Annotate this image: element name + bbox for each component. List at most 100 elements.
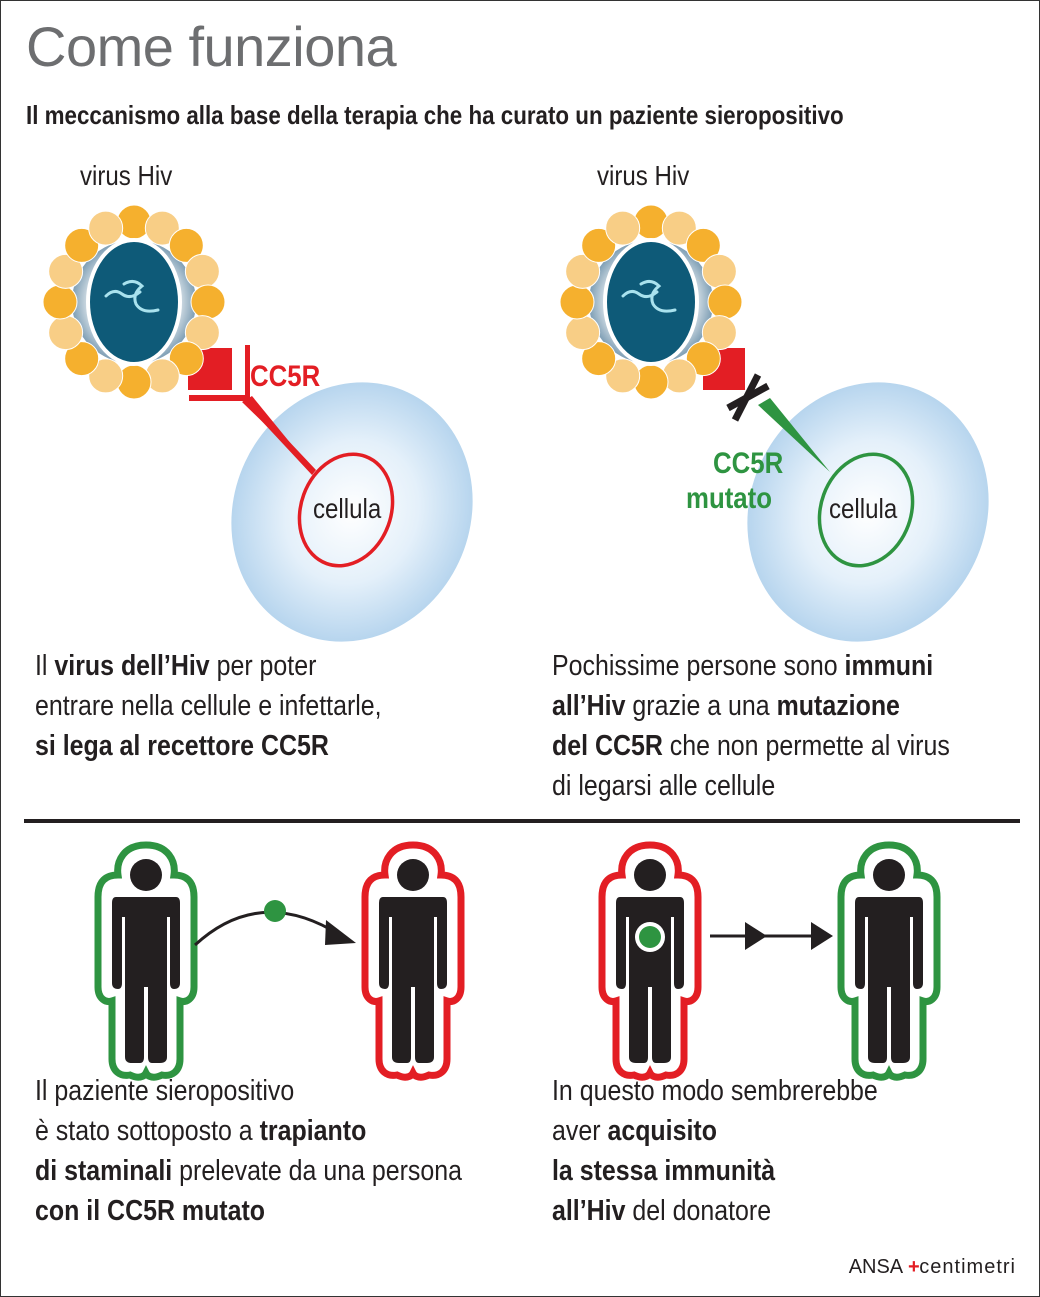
blocked-x-icon <box>726 373 770 422</box>
cc5r-label: CC5R <box>250 360 321 393</box>
virus-protein-bead <box>190 284 226 320</box>
virus-protein-bead <box>701 315 737 351</box>
virus-protein-bead <box>168 227 204 263</box>
description-line: Il virus dell’Hiv per poter <box>35 646 382 686</box>
hiv-virus-left <box>42 204 226 400</box>
virus-label-left: virus Hiv <box>80 160 173 191</box>
virus-protein-bead <box>559 284 595 320</box>
bold-text: all’Hiv <box>552 690 626 722</box>
description-bottom-right: In questo modo sembrerebbe aver acquisito… <box>552 1071 878 1231</box>
virus-protein-bead <box>581 341 617 377</box>
stem-cell-dot <box>264 900 286 922</box>
text: è stato sottoposto a <box>35 1115 260 1147</box>
bold-text: trapianto <box>259 1115 367 1147</box>
donor-person-icon <box>98 845 194 1077</box>
section-divider <box>24 819 1020 823</box>
mutated-receptor-spike <box>758 398 830 472</box>
description-line: di staminali prelevate da una persona <box>35 1151 462 1191</box>
virus-protein-bead <box>88 358 124 394</box>
description-line: di legarsi alle cellule <box>552 766 950 806</box>
transplant-arrow-icon <box>193 900 356 947</box>
hiv-virus-right <box>559 204 743 400</box>
virus-protein-bead <box>605 358 641 394</box>
ansa-logo-text: ANSA <box>848 1256 903 1278</box>
page-title: Come funziona <box>26 15 397 78</box>
bold-text: virus dell’Hiv <box>54 650 210 682</box>
page-subtitle: Il meccanismo alla base della terapia ch… <box>26 100 844 130</box>
description-line: è stato sottoposto a trapianto <box>35 1111 462 1151</box>
cell-label-left: cellula <box>313 493 382 524</box>
bold-text: si lega al recettore CC5R <box>35 730 329 762</box>
virus-protein-bead <box>701 253 737 289</box>
virus-protein-bead <box>64 341 100 377</box>
cured-person-icon <box>841 845 937 1077</box>
description-line: all’Hiv del donatore <box>552 1191 878 1231</box>
bold-text: con il CC5R mutato <box>35 1195 266 1227</box>
description-line: la stessa immunità <box>552 1151 878 1191</box>
bottom-diagrams <box>0 840 1040 1070</box>
virus-protein-bead <box>144 210 180 246</box>
text: entrare nella cellule e infettarle, <box>35 690 382 722</box>
bold-text: la stessa immunità <box>552 1155 776 1187</box>
patient-person-icon <box>365 845 461 1077</box>
bold-text: acquisito <box>607 1115 717 1147</box>
virus-protein-bead <box>48 315 84 351</box>
rna-strand <box>621 279 677 313</box>
description-line: con il CC5R mutato <box>35 1191 462 1231</box>
virus-protein-bead <box>581 227 617 263</box>
virus-protein-bead <box>685 341 721 377</box>
description-top-left: Il virus dell’Hiv per poter entrare nella… <box>35 646 382 766</box>
text: Il <box>35 650 55 682</box>
virus-protein-bead <box>48 253 84 289</box>
nucleus-left <box>297 452 395 568</box>
virus-protein-bead <box>184 315 220 351</box>
bold-text: all’Hiv <box>552 1195 626 1227</box>
text: prelevate da una persona <box>172 1155 463 1187</box>
plus-icon: + <box>907 1256 920 1278</box>
text: che non permette al virus <box>662 730 950 762</box>
centimetri-logo-text: centimetri <box>919 1256 1016 1278</box>
bold-text: di staminali <box>35 1155 173 1187</box>
description-bottom-left: Il paziente sieropositivo è stato sottopo… <box>35 1071 462 1231</box>
virus-protein-bead <box>64 227 100 263</box>
description-line: In questo modo sembrerebbe <box>552 1071 878 1111</box>
description-line: si lega al recettore CC5R <box>35 726 382 766</box>
description-top-right: Pochissime persone sono immuni all’Hiv gr… <box>552 646 950 806</box>
virus-protein-bead <box>707 284 743 320</box>
patient-with-stemcells-icon <box>602 845 698 1077</box>
text: Pochissime persone sono <box>552 650 845 682</box>
text: di legarsi alle cellule <box>552 770 776 802</box>
virus-protein-bead <box>685 227 721 263</box>
virus-protein-bead <box>661 210 697 246</box>
bold-text: del CC5R <box>552 730 663 762</box>
virus-protein-bead <box>168 341 204 377</box>
bold-text: immuni <box>844 650 934 682</box>
virus-protein-bead <box>605 210 641 246</box>
cc5r-mutated-label-line2: mutato <box>686 482 772 515</box>
text: aver <box>552 1115 608 1147</box>
description-line: del CC5R che non permette al virus <box>552 726 950 766</box>
description-line: entrare nella cellule e infettarle, <box>35 686 382 726</box>
virus-protein-bead <box>184 253 220 289</box>
text: grazie a una <box>625 690 777 722</box>
virus-protein-bead <box>88 210 124 246</box>
cc5r-mutated-label-line1: CC5R <box>713 447 784 480</box>
text: In questo modo sembrerebbe <box>552 1075 878 1107</box>
text: Il paziente sieropositivo <box>35 1075 295 1107</box>
description-line: Il paziente sieropositivo <box>35 1071 462 1111</box>
description-line: Pochissime persone sono immuni <box>552 646 950 686</box>
nucleus-right <box>817 452 915 568</box>
bold-text: mutazione <box>776 690 900 722</box>
ansa-centimetri-logo: ANSA +centimetri <box>849 1256 1016 1279</box>
virus-label-right: virus Hiv <box>597 160 690 191</box>
rna-strand <box>104 279 160 313</box>
virus-protein-bead <box>565 315 601 351</box>
text: del donatore <box>625 1195 772 1227</box>
text: per poter <box>209 650 317 682</box>
virus-protein-bead <box>42 284 78 320</box>
result-arrow-icon <box>710 922 833 950</box>
top-diagrams <box>42 204 989 642</box>
virus-protein-bead <box>565 253 601 289</box>
cell-label-right: cellula <box>829 493 898 524</box>
description-line: aver acquisito <box>552 1111 878 1151</box>
